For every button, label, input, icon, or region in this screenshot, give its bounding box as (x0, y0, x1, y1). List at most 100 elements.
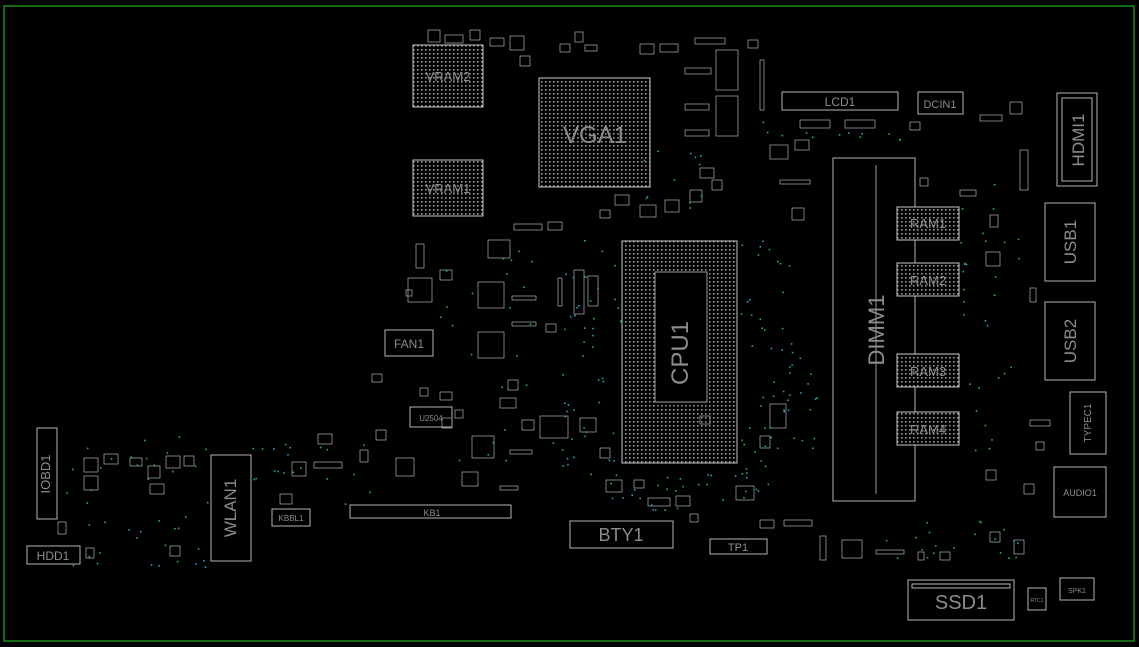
via (176, 560, 179, 563)
via (573, 456, 575, 459)
via (564, 328, 566, 331)
bty1-label: BTY1 (598, 525, 643, 545)
smd-footprint (557, 277, 563, 307)
wlan1-slot[interactable]: WLAN1 (210, 454, 252, 562)
smd-footprint (405, 289, 413, 297)
vram1-chip[interactable]: VRAM1 (412, 159, 484, 217)
hdmi1-label: HDMI1 (1069, 114, 1088, 167)
ram4-chip[interactable]: RAM4 (896, 411, 960, 446)
rtc1-label: RTC1 (1031, 598, 1044, 604)
smd-footprint (444, 34, 464, 44)
ram2-chip[interactable]: RAM2 (896, 262, 960, 297)
tp1-connector[interactable]: TP1 (709, 538, 768, 555)
via (458, 459, 461, 462)
via (963, 263, 966, 265)
smd-footprint (103, 453, 119, 465)
smd-footprint (664, 199, 680, 213)
smd-footprint (183, 455, 195, 467)
via (772, 395, 775, 398)
via (788, 265, 791, 267)
ram1-chip[interactable]: RAM1 (896, 206, 960, 241)
ram3-chip[interactable]: RAM3 (896, 353, 960, 388)
usb2-connector[interactable]: USB2 (1044, 301, 1096, 381)
dimm1-slot[interactable]: DIMM1 (832, 157, 916, 502)
vga1-chip[interactable]: VGA1 (538, 77, 651, 188)
spk1-connector[interactable]: SPK1 (1059, 577, 1095, 601)
via (799, 357, 802, 360)
kbbl1-connector[interactable]: KBBL1 (271, 508, 311, 527)
via (979, 520, 981, 523)
via (617, 307, 619, 309)
rtc1-connector[interactable]: RTC1 (1027, 587, 1047, 611)
via (782, 390, 785, 393)
via-dots (66, 121, 1020, 568)
via (195, 563, 197, 565)
via (975, 410, 978, 412)
via (90, 489, 93, 491)
via (564, 415, 567, 418)
smd-footprint (791, 207, 805, 221)
smd-footprint (694, 37, 726, 45)
via (502, 258, 505, 260)
dcin1-connector[interactable]: DCIN1 (917, 91, 964, 115)
via (566, 410, 568, 413)
via (657, 484, 659, 487)
dimm1-label: DIMM1 (864, 295, 889, 366)
smd-footprint (454, 409, 464, 419)
via (205, 448, 207, 451)
lcd1-label: LCD1 (825, 95, 856, 109)
via (174, 528, 176, 530)
via (762, 121, 765, 124)
vram2-chip[interactable]: VRAM2 (412, 44, 484, 108)
via (789, 372, 791, 374)
via (767, 483, 770, 486)
via (1003, 372, 1006, 375)
via (1017, 238, 1020, 241)
smd-footprint (647, 497, 671, 507)
via (745, 468, 748, 470)
ram4-label: RAM4 (910, 422, 946, 437)
smd-footprint (684, 103, 710, 111)
via (292, 471, 294, 474)
smd-footprint (291, 461, 307, 477)
kb1-label: KB1 (423, 508, 440, 518)
smd-footprint (471, 435, 495, 459)
via (614, 298, 616, 301)
smd-footprint (794, 139, 810, 151)
bty1-connector[interactable]: BTY1 (569, 520, 674, 549)
lcd1-connector[interactable]: LCD1 (781, 91, 899, 111)
via (505, 459, 507, 462)
via (158, 520, 160, 522)
via (1010, 366, 1012, 369)
via (593, 317, 595, 320)
audio1-jack[interactable]: AUDIO1 (1053, 466, 1107, 518)
u2504-chip[interactable]: U2504 (409, 406, 453, 428)
via (769, 427, 771, 429)
via (283, 472, 285, 474)
kb1-connector[interactable]: KB1 (349, 504, 512, 519)
via (578, 305, 580, 307)
via (807, 383, 809, 385)
usb1-connector[interactable]: USB1 (1044, 202, 1096, 282)
typec1-connector[interactable]: TYPEC1 (1069, 391, 1107, 455)
smd-footprint (359, 449, 369, 463)
ssd1-connector[interactable]: SSD1 (907, 579, 1015, 621)
cpu1-chip[interactable]: CPU1 (621, 240, 738, 464)
iobd1-label: IOBD1 (38, 454, 53, 493)
iobd1-connector[interactable]: IOBD1 (36, 427, 58, 520)
via (838, 134, 841, 136)
hdd1-connector[interactable]: HDD1 (26, 545, 81, 565)
via (136, 537, 138, 539)
hdmi1-connector[interactable]: HDMI1 (1056, 92, 1098, 187)
smd-footprint (875, 549, 905, 555)
via (252, 447, 255, 450)
via (261, 448, 264, 450)
via (136, 464, 139, 466)
smd-footprint (985, 251, 1001, 267)
smd-footprint (519, 55, 531, 67)
fan1-connector[interactable]: FAN1 (384, 329, 434, 357)
via (690, 152, 692, 155)
smd-footprint (919, 177, 929, 187)
via (300, 467, 302, 469)
smd-footprint (574, 31, 584, 43)
